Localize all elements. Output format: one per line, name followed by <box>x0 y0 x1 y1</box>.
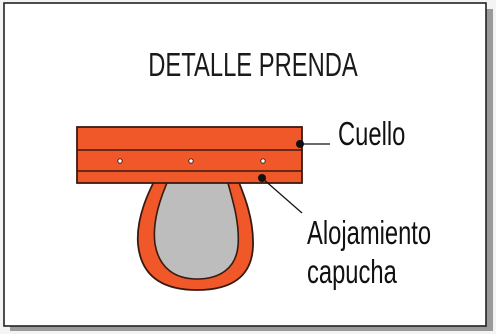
collar-band <box>76 126 303 184</box>
hood-label-line1: Alojamiento <box>307 215 431 252</box>
collar-hole <box>117 158 123 164</box>
collar-label: Cuello <box>338 116 405 153</box>
hood-label-line2: capucha <box>307 254 397 291</box>
diagram-title: DETALLE PRENDA <box>148 47 358 84</box>
hood-pocket-inner <box>153 175 240 280</box>
hood-leader-line <box>261 177 303 214</box>
collar-hole <box>188 158 194 164</box>
collar-hole <box>260 158 266 164</box>
